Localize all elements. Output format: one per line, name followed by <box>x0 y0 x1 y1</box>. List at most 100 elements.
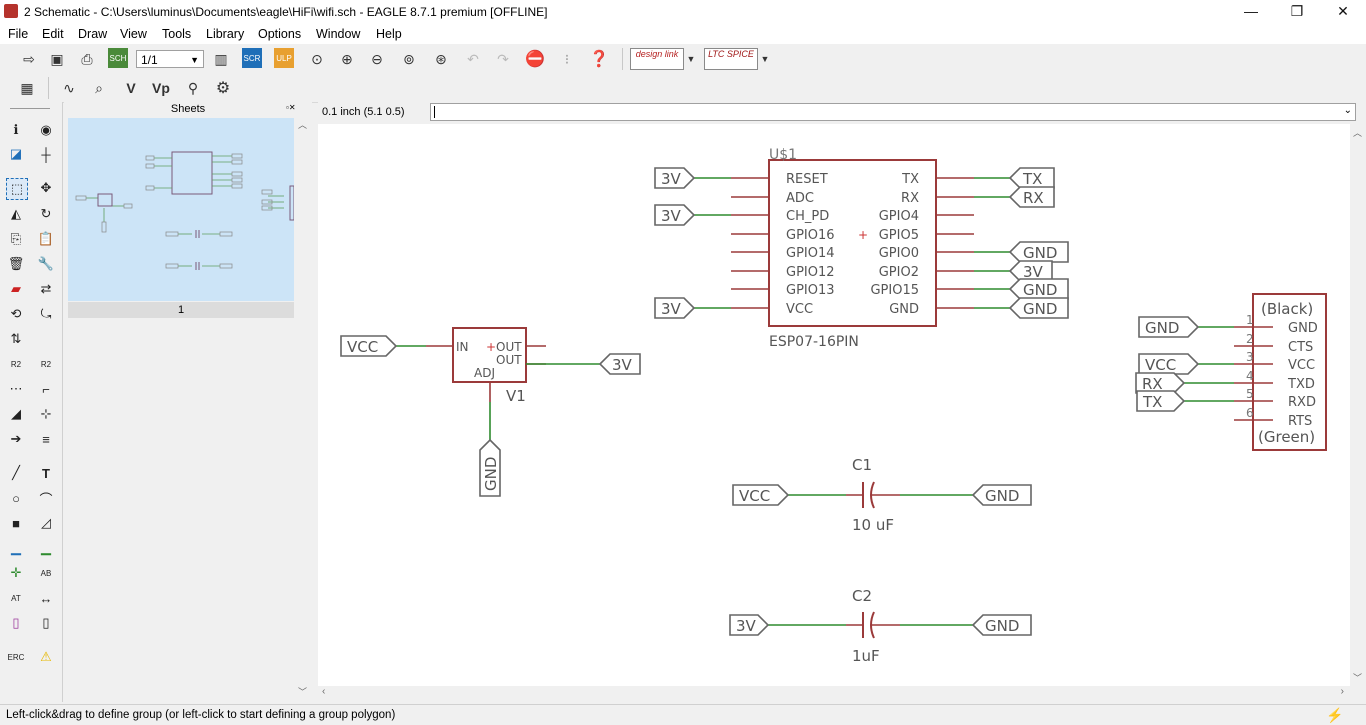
save-icon[interactable]: ▣ <box>50 50 64 67</box>
arc-icon[interactable]: ⌒ <box>39 491 53 507</box>
design-link-button[interactable]: design link <box>630 48 684 70</box>
circle-icon[interactable]: ○ <box>12 490 20 506</box>
grid-icon[interactable]: ▦ <box>20 79 34 96</box>
attribute-icon[interactable]: ⚲ <box>187 79 199 96</box>
chevron-down-icon[interactable]: ﹀ <box>298 687 308 697</box>
menu-edit[interactable]: Edit <box>42 27 64 41</box>
net-label-vcc[interactable] <box>732 484 790 506</box>
value-tool-icon[interactable]: R2 <box>40 359 52 369</box>
split-icon[interactable]: ⋯ <box>9 381 23 396</box>
net-label-3v[interactable] <box>598 353 641 375</box>
net-label-rx[interactable] <box>1008 186 1055 208</box>
optimize-icon[interactable]: ◢ <box>11 406 21 421</box>
move-icon[interactable]: ✥ <box>40 180 52 195</box>
wrench-icon[interactable]: 🔧 <box>37 256 55 271</box>
bus-line-icon[interactable]: ▁ <box>41 540 51 555</box>
net-label-gnd[interactable] <box>479 438 501 497</box>
mark-icon[interactable]: ┼ <box>41 146 51 162</box>
undo-icon[interactable]: ↶ <box>467 50 479 67</box>
menu-window[interactable]: Window <box>316 27 361 41</box>
menu-view[interactable]: View <box>120 27 147 41</box>
group-select-icon[interactable]: ⬚ <box>6 178 28 200</box>
chevron-down-icon[interactable]: ﹀ <box>1353 673 1363 683</box>
net-label-3v[interactable] <box>654 204 696 226</box>
net-label-3v[interactable] <box>654 167 696 189</box>
gear-icon[interactable]: ⚙ <box>215 80 231 97</box>
frame-icon[interactable]: ▯ <box>12 615 20 630</box>
delete-icon[interactable]: 🗑 <box>7 256 25 271</box>
erc-icon[interactable]: ERC <box>7 652 25 662</box>
net-label-gnd[interactable] <box>971 484 1032 506</box>
pin-panel-icon[interactable]: ▫✕ <box>286 103 296 112</box>
voltage-regulator[interactable]: IN OUT OUT ADJ + V1 <box>426 327 546 405</box>
net-label-rx[interactable] <box>1135 372 1186 394</box>
dimension-icon[interactable]: ↔ <box>39 590 53 606</box>
net-label-vcc[interactable] <box>340 335 398 357</box>
junction-icon[interactable]: ✛ <box>10 565 22 580</box>
paste-icon[interactable]: 📋 <box>37 231 55 246</box>
menu-draw[interactable]: Draw <box>78 27 108 41</box>
add-part-icon[interactable]: ▰ <box>11 281 21 296</box>
open-icon[interactable]: ⇨ <box>23 50 35 67</box>
menu-file[interactable]: File <box>8 27 29 41</box>
info-icon[interactable]: ℹ <box>13 122 19 137</box>
rotate-icon[interactable]: ↻ <box>40 206 52 221</box>
line-icon[interactable]: ╱ <box>12 465 20 480</box>
schematic-canvas[interactable]: U$1 ESP07-16PIN RESET ADC CH_PD GPIO16 G… <box>318 124 1350 686</box>
smash-icon[interactable]: ⊹ <box>40 406 52 421</box>
eye-icon[interactable]: ◉ <box>40 122 52 137</box>
name-icon[interactable]: R2 <box>10 359 22 369</box>
net-label-3v[interactable] <box>654 297 696 319</box>
sheets-icon[interactable]: ▥ <box>214 50 228 67</box>
menu-tools[interactable]: Tools <box>162 27 192 41</box>
chevron-down-icon[interactable]: ▼ <box>760 54 770 64</box>
command-line-input[interactable]: ⌄ <box>430 103 1356 121</box>
canvas-vertical-scrollbar[interactable]: ︿ ﹀ <box>1350 124 1366 686</box>
chevron-right-icon[interactable]: › <box>1340 686 1344 697</box>
serial-connector[interactable]: (Black) (Green) 1 2 3 4 5 6 GND CTS VCC … <box>1234 293 1327 451</box>
chevron-down-icon[interactable]: ▼ <box>686 54 696 64</box>
net-label-3v[interactable] <box>1008 260 1053 282</box>
sch-brd-switch-icon[interactable]: SCH <box>108 48 128 68</box>
sheet-select[interactable]: 1/1 ▼ <box>136 50 204 68</box>
net-label-tx[interactable] <box>1008 167 1055 189</box>
value-icon[interactable]: V <box>126 80 136 96</box>
pinswap-icon[interactable]: ⇄ <box>40 281 52 296</box>
capacitor-c2[interactable]: C2 1uF <box>846 587 900 665</box>
print-icon[interactable]: ⎙ <box>81 50 93 67</box>
net-label-gnd[interactable] <box>1008 241 1069 263</box>
canvas-horizontal-scrollbar[interactable]: ‹ › <box>318 686 1366 700</box>
value-prefix-icon[interactable]: Vp <box>152 80 170 96</box>
chevron-down-icon[interactable]: ⌄ <box>1343 105 1352 116</box>
net-icon[interactable]: ▁ <box>11 540 21 555</box>
menu-help[interactable]: Help <box>376 27 402 41</box>
net-label-vcc[interactable] <box>1138 353 1200 375</box>
zoom-select-icon[interactable]: ⊛ <box>435 50 447 67</box>
maximize-button[interactable]: ❐ <box>1290 3 1304 19</box>
bus-icon[interactable]: ≡ <box>42 431 50 447</box>
scr-icon[interactable]: SCR <box>242 48 262 68</box>
layer-icon[interactable]: ◪ <box>9 146 23 161</box>
close-button[interactable]: ✕ <box>1337 3 1349 19</box>
net-label-gnd[interactable] <box>1138 316 1200 338</box>
ulp-icon[interactable]: ULP <box>274 48 294 68</box>
lightning-icon[interactable]: ⚡ <box>1326 707 1344 723</box>
module-icon[interactable]: ▯ <box>42 615 50 630</box>
rectangle-icon[interactable]: ■ <box>12 515 20 531</box>
chevron-up-icon[interactable]: ︿ <box>298 120 308 130</box>
ltspice-button[interactable]: LTC SPICE <box>704 48 758 70</box>
go-icon[interactable]: ⁝ <box>564 50 570 67</box>
esp07-module[interactable]: U$1 ESP07-16PIN RESET ADC CH_PD GPIO16 G… <box>731 147 974 350</box>
sheets-scrollbar[interactable]: ︿ ﹀ <box>296 116 310 700</box>
zoom-out-icon[interactable]: ⊖ <box>371 50 383 67</box>
net-label-tx[interactable] <box>1136 390 1186 412</box>
sheet-thumbnail[interactable] <box>68 118 295 301</box>
arrow-icon[interactable]: ➔ <box>10 431 22 446</box>
redo-icon[interactable]: ↷ <box>497 50 509 67</box>
sheet-number[interactable]: 1 <box>68 302 294 318</box>
invoke-icon[interactable]: ⤿ <box>40 306 52 321</box>
miter-icon[interactable]: ⌐ <box>42 381 50 397</box>
capacitor-c1[interactable]: C1 10 uF <box>846 456 900 534</box>
attribute-tool-icon[interactable]: AT <box>11 593 21 603</box>
net-label-3v[interactable] <box>729 614 770 636</box>
